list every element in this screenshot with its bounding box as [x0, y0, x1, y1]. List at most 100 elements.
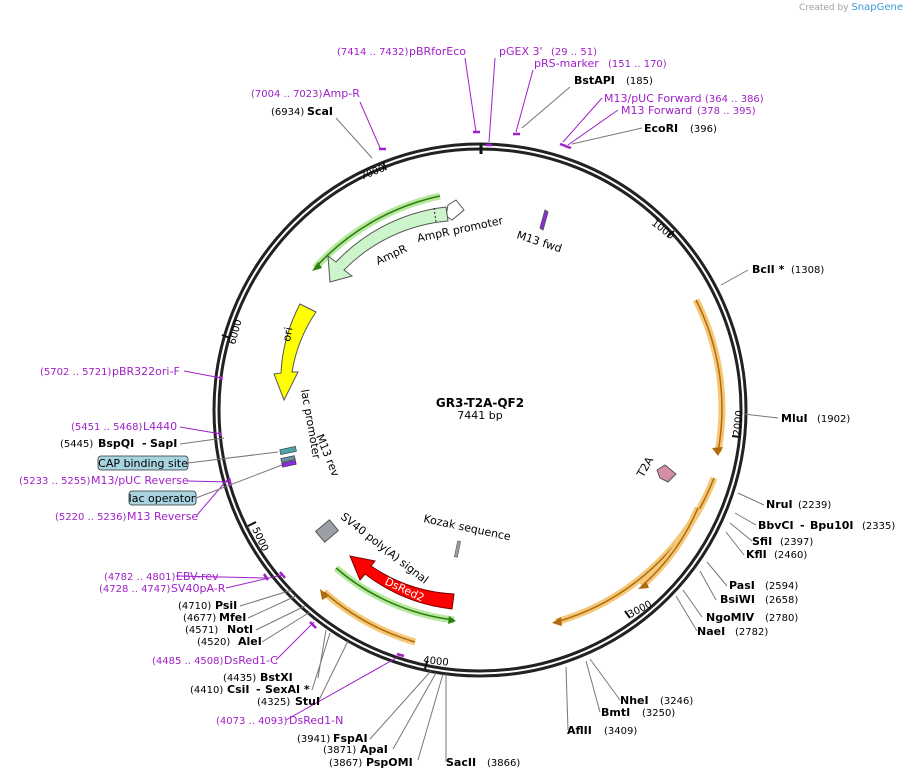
enzyme-pos: (5445) — [60, 439, 93, 450]
enzyme-sep: - — [800, 519, 805, 532]
enzyme-name: KflI — [746, 548, 767, 561]
primer-range: (378 .. 395) — [697, 106, 756, 117]
primer-name: pBR322ori-F — [112, 365, 180, 378]
enzyme-pos: (2460) — [774, 550, 807, 561]
enzyme-pos: (3409) — [604, 726, 637, 737]
primer-name: DsRed1-N — [289, 714, 343, 727]
enzyme-name: MluI — [781, 412, 808, 425]
enzyme-pos: (2594) — [765, 581, 798, 592]
enzyme-pos: (4571) — [185, 625, 218, 636]
label-t2a: T2A — [634, 454, 657, 480]
primer-range: (5702 .. 5721) — [40, 367, 112, 378]
enzyme-name: BstXI — [260, 671, 293, 684]
feature-lac-operator — [280, 455, 296, 463]
primer-name: SV40pA-R — [171, 582, 226, 595]
enzyme-pos: (3871) — [323, 745, 356, 756]
enzyme-name: SfiI — [752, 535, 772, 548]
enzyme-sep: - — [256, 683, 261, 696]
snapgene-watermark: Created by SnapGene — [799, 2, 903, 13]
primer-leader-lines — [175, 57, 619, 721]
enzyme-pos: (4520) — [197, 637, 230, 648]
enzyme-labels: BstAPI (185) EcoRI (396) BclI * (1308) M… — [60, 74, 895, 769]
enzyme-pos: (3250) — [642, 708, 675, 719]
feature-kozak — [454, 540, 461, 558]
enzyme-pos: (3867) — [329, 758, 362, 769]
primer-range: (4728 .. 4747) — [99, 584, 171, 595]
enzyme-name: StuI — [295, 695, 320, 708]
enzyme-pos: (185) — [626, 76, 653, 87]
features — [273, 199, 677, 610]
enzyme-pos: (2780) — [765, 613, 798, 624]
primer-range: (5451 .. 5468) — [71, 422, 143, 433]
tick-label: 2000 — [732, 410, 746, 436]
enzyme-name: AflII — [567, 724, 592, 737]
orf-arcs — [312, 192, 726, 646]
plasmid-title: GR3-T2A-QF2 7441 bp — [436, 396, 524, 422]
enzyme-name: PasI — [729, 579, 755, 592]
enzyme-pos: (396) — [690, 124, 717, 135]
primer-name: pBRforEco — [409, 45, 466, 58]
label-ori: ori — [280, 326, 295, 342]
primer-range: (5220 .. 5236) — [55, 512, 127, 523]
leader-lines — [179, 86, 779, 762]
enzyme-name: SacII — [446, 756, 476, 769]
feature-sv40-polya — [314, 519, 340, 543]
enzyme-name: NaeI — [697, 625, 725, 638]
enzyme-pos: (3866) — [487, 758, 520, 769]
enzyme-name: BbvCI — [758, 519, 794, 532]
enzyme-pos: (2782) — [735, 627, 768, 638]
enzyme-name: EcoRI — [644, 122, 678, 135]
primer-range: (364 .. 386) — [705, 94, 764, 105]
label-m13-fwd: M13 fwd — [515, 228, 563, 255]
feature-dsred2 — [349, 555, 455, 610]
lac-operator-label: lac operator — [129, 492, 196, 505]
primer-name: M13/pUC Forward — [604, 92, 702, 105]
enzyme-pos: (1308) — [791, 265, 824, 276]
feature-m13-fwd — [539, 209, 549, 231]
enzyme-name-alt: SapI — [150, 437, 177, 450]
enzyme-sep: - — [142, 437, 147, 450]
enzyme-pos: (2335) — [862, 521, 895, 532]
primer-name: M13 Forward — [621, 104, 692, 117]
enzyme-name: NgoMIV — [706, 611, 755, 624]
primer-name: pRS-marker — [534, 57, 599, 70]
enzyme-pos: (4435) — [223, 673, 256, 684]
enzyme-pos: (4410) — [190, 685, 223, 696]
primer-name: L4440 — [143, 420, 177, 433]
primer-range: (29 .. 51) — [551, 47, 597, 58]
primer-range: (4782 .. 4801) — [104, 572, 176, 583]
feature-cap-site — [279, 446, 297, 455]
enzyme-name: FspAI — [333, 732, 368, 745]
enzyme-name: NotI — [227, 623, 253, 636]
enzyme-name: NruI — [766, 498, 793, 511]
enzyme-name-alt: Bpu10I — [810, 519, 854, 532]
primer-range: (7004 .. 7023) — [251, 89, 323, 100]
boxed-labels: CAP binding site lac operator — [97, 451, 283, 506]
enzyme-name: BstAPI — [574, 74, 615, 87]
watermark-brand: SnapGene — [851, 2, 903, 13]
enzyme-name: ScaI — [307, 105, 333, 118]
feature-t2a — [656, 464, 677, 483]
primer-range: (151 .. 170) — [608, 59, 667, 70]
watermark-prefix: Created by — [799, 3, 849, 13]
enzyme-name: NheI — [620, 694, 649, 707]
enzyme-pos: (3941) — [297, 734, 330, 745]
enzyme-name: ApaI — [360, 743, 388, 756]
enzyme-name: PsiI — [215, 599, 237, 612]
tick-marks — [221, 145, 741, 670]
tick-label: 7000 — [359, 163, 387, 183]
primer-range: (7414 .. 7432) — [337, 47, 409, 58]
enzyme-name: PspOMI — [366, 756, 413, 769]
enzyme-pos: (4710) — [178, 601, 211, 612]
enzyme-pos: (3246) — [660, 696, 693, 707]
tick-label: 1000 — [649, 218, 676, 242]
enzyme-name: BmtI — [601, 706, 630, 719]
enzyme-pos: (1902) — [817, 414, 850, 425]
primer-name: M13 Reverse — [127, 510, 198, 523]
enzyme-pos: (2658) — [765, 595, 798, 606]
primer-name: M13/pUC Reverse — [91, 474, 189, 487]
enzyme-name: BsiWI — [720, 593, 755, 606]
enzyme-name-alt: SexAI * — [265, 683, 310, 696]
primer-name: EBV-rev — [176, 570, 219, 583]
